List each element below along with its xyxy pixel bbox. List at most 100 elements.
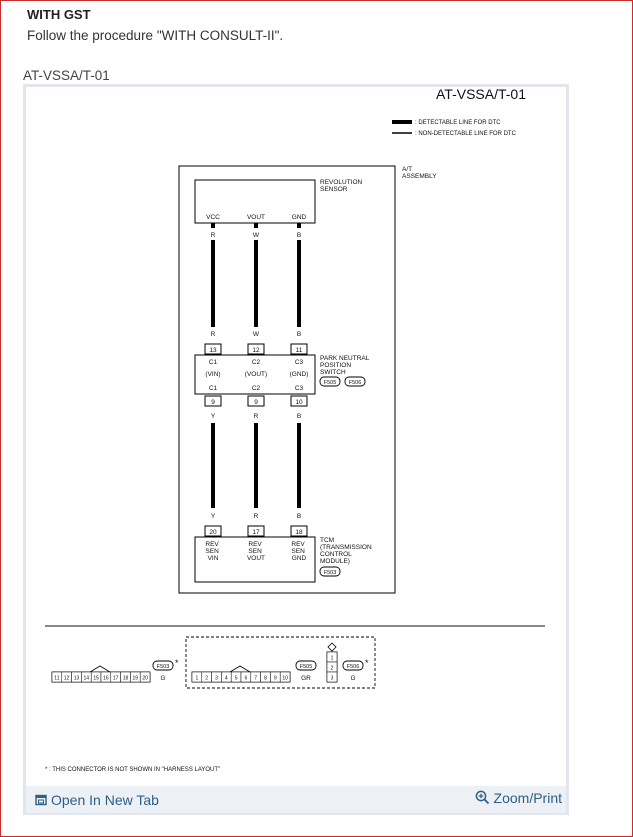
svg-text:Y: Y (211, 413, 216, 420)
connector-pin-cell (279, 671, 291, 683)
figure-caption: AT-VSSA/T-01 (23, 68, 110, 83)
connector-pin-label: 13 (74, 676, 80, 682)
pin-gnd: GND (292, 214, 307, 221)
footnote: * : THIS CONNECTOR IS NOT SHOWN IN "HARN… (45, 767, 220, 773)
connector-pin-label: 2 (331, 666, 334, 672)
pnp-pin-11: 11 (296, 347, 303, 354)
tcm-label: TCM (TRANSMISSION CONTROL MODULE) (320, 537, 373, 565)
tcm-module (194, 536, 316, 583)
figure-toolbar: Open In New Tab Zoom/Print (26, 786, 566, 813)
tcm-pin-rev-sen-vout: REV SEN VOUT (247, 541, 265, 562)
open-tab-icon (35, 793, 47, 809)
svg-text:R: R (254, 513, 259, 520)
at-assembly-outline (178, 165, 396, 594)
connector-pin-label: 2 (205, 676, 208, 682)
svg-text:F505: F505 (300, 664, 313, 670)
connector-pin-label: 17 (113, 676, 119, 682)
svg-text:C1: C1 (209, 359, 218, 366)
connector-pin-label: 7 (254, 676, 257, 682)
legend-detectable: : DETECTABLE LINE FOR DTC (415, 120, 501, 126)
connector-pin-label: 1 (196, 676, 199, 682)
open-in-new-tab-label: Open In New Tab (51, 792, 159, 808)
wire-color-vcc: R (211, 232, 216, 239)
connector-f505-tag: F505 (324, 380, 337, 386)
connector-pin-label: 3 (331, 676, 334, 682)
connector-pin-label: 20 (142, 676, 148, 682)
wiring-diagram-figure[interactable] (23, 84, 569, 815)
connector-pin-label: 19 (133, 676, 139, 682)
connector-pin-label: 8 (264, 676, 267, 682)
tcm-pin-rev-sen-vin: REV SEN VIN (205, 541, 220, 562)
zoom-print-label: Zoom/Print (493, 790, 562, 806)
connector-pin-label: 6 (245, 676, 248, 682)
connector-pin-label: 12 (64, 676, 70, 682)
svg-text:C1: C1 (209, 385, 218, 392)
tcm-pin-rev-sen-gnd: REV SEN GND (291, 541, 306, 562)
connector-pin-label: 9 (274, 676, 277, 682)
svg-text:C3: C3 (295, 385, 304, 392)
svg-text:C2: C2 (252, 359, 261, 366)
connector-pin-cell (326, 671, 338, 683)
connector-pin-label: 10 (282, 676, 288, 682)
pin-vout: VOUT (247, 214, 265, 221)
connector-pin-label: 5 (235, 676, 238, 682)
wire-color-c2: W (253, 331, 260, 338)
connector-f503-tag: F503 (324, 570, 337, 576)
pnp-switch-label: PARK NEUTRAL POSITION SWITCH (320, 355, 371, 376)
connector-pin-label: 18 (123, 676, 129, 682)
connector-pin-label: 3 (215, 676, 218, 682)
wire-color-vout: W (253, 232, 260, 239)
pnp-signal-vin: (VIN) (205, 371, 220, 378)
pnp-signal-vout: (VOUT) (245, 371, 267, 378)
connector-pin-cell (139, 671, 151, 683)
svg-text:R: R (254, 413, 259, 420)
svg-text:G: G (160, 675, 165, 682)
pnp-pin-9a: 9 (211, 399, 215, 406)
section-heading: WITH GST (27, 7, 91, 22)
wire-color-gnd: B (297, 232, 301, 239)
legend-non-detectable: : NON-DETECTABLE LINE FOR DTC (415, 131, 517, 137)
diagram-id: AT-VSSA/T-01 (436, 86, 526, 102)
svg-text:*: * (175, 658, 179, 668)
revolution-sensor (194, 179, 316, 224)
pnp-pin-10: 10 (295, 399, 303, 406)
wire-color-c3: B (297, 331, 301, 338)
connector-view-f506: 1 2 3 F506 * G (326, 642, 369, 683)
instruction-text: Follow the procedure "WITH CONSULT-II". (27, 28, 284, 43)
connector-pin-label: 1 (331, 656, 334, 662)
connector-f506-tag: F506 (349, 380, 362, 386)
pnp-pin-12: 12 (252, 347, 260, 354)
wire-color-c1: R (211, 331, 216, 338)
connector-pin-label: 15 (93, 676, 99, 682)
zoom-in-icon (475, 790, 490, 808)
connector-pin-label: 14 (84, 676, 90, 682)
svg-text:Y: Y (211, 513, 216, 520)
svg-text:C2: C2 (252, 385, 261, 392)
zoom-print-link[interactable]: Zoom/Print (475, 790, 562, 808)
pnp-signal-gnd: (GND) (290, 371, 309, 378)
pnp-pin-9b: 9 (254, 399, 258, 406)
revolution-sensor-label: REVOLUTION SENSOR (320, 179, 364, 193)
svg-text:G: G (350, 675, 355, 682)
tcm-pin-17: 17 (252, 529, 260, 536)
svg-text:*: * (365, 658, 369, 668)
svg-text:B: B (297, 513, 301, 520)
svg-text:F506: F506 (347, 664, 360, 670)
svg-text:GR: GR (301, 675, 311, 682)
tcm-pin-18: 18 (295, 529, 303, 536)
pin-vcc: VCC (206, 214, 220, 221)
connector-pin-label: 11 (54, 676, 59, 682)
pnp-pin-13: 13 (209, 347, 217, 354)
connector-pin-label: 16 (103, 676, 109, 682)
at-assembly-label: A/T ASSEMBLY (402, 166, 437, 180)
svg-text:C3: C3 (295, 359, 304, 366)
svg-text:F503: F503 (157, 664, 170, 670)
pnp-switch (194, 354, 316, 395)
svg-text:B: B (297, 413, 301, 420)
connector-pin-label: 4 (225, 676, 228, 682)
tcm-pin-20: 20 (209, 529, 217, 536)
open-in-new-tab-link[interactable]: Open In New Tab (35, 792, 159, 809)
